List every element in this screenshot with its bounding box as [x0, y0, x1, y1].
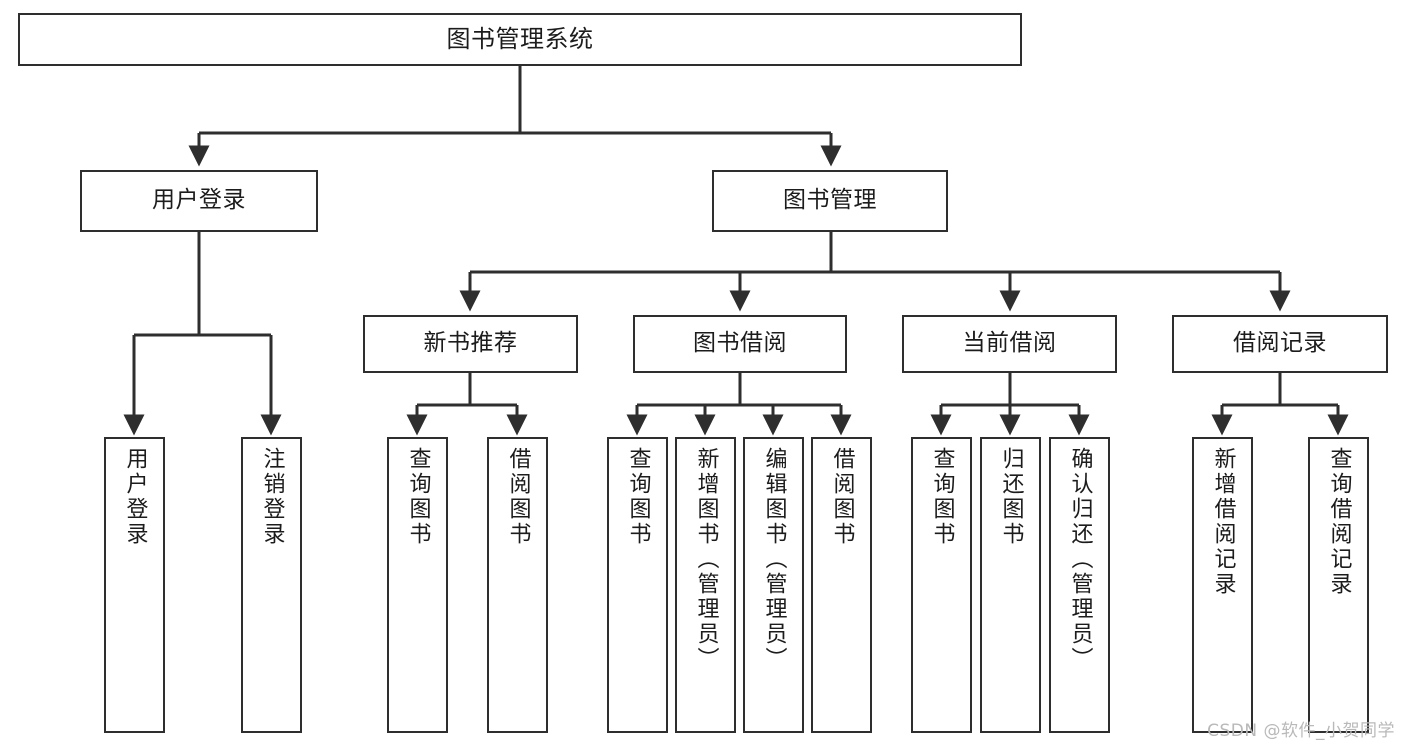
node-label: 当前借阅 — [962, 330, 1057, 357]
node-label: 查询图书 — [929, 447, 955, 547]
node-book-management[interactable]: 图书管理 — [712, 170, 948, 232]
node-label: 新书推荐 — [423, 330, 518, 357]
node-current-borrow[interactable]: 当前借阅 — [902, 315, 1117, 373]
leaf-borrow-book-recommend[interactable]: 借阅图书 — [487, 437, 548, 733]
node-book-borrow[interactable]: 图书借阅 — [633, 315, 847, 373]
node-label: 用户登录 — [152, 187, 246, 214]
node-label: 图书借阅 — [693, 330, 787, 357]
node-label: 新增图书（管理员） — [693, 447, 719, 672]
node-label: 注销登录 — [259, 447, 285, 547]
leaf-add-book-admin[interactable]: 新增图书（管理员） — [675, 437, 736, 733]
node-root-system[interactable]: 图书管理系统 — [18, 13, 1022, 66]
node-label: 归还图书 — [998, 447, 1024, 547]
leaf-query-book-current[interactable]: 查询图书 — [911, 437, 972, 733]
node-label: 用户登录 — [122, 447, 148, 547]
leaf-query-book-recommend[interactable]: 查询图书 — [387, 437, 448, 733]
node-label: 编辑图书（管理员） — [761, 447, 787, 672]
leaf-logout[interactable]: 注销登录 — [241, 437, 302, 733]
leaf-confirm-return-admin[interactable]: 确认归还（管理员） — [1049, 437, 1110, 733]
csdn-watermark: CSDN @软件_小贺同学 — [1207, 721, 1395, 741]
node-label: 查询借阅记录 — [1326, 447, 1352, 597]
leaf-edit-book-admin[interactable]: 编辑图书（管理员） — [743, 437, 804, 733]
node-label: 借阅图书 — [829, 447, 855, 547]
leaf-return-book[interactable]: 归还图书 — [980, 437, 1041, 733]
leaf-query-book-borrow[interactable]: 查询图书 — [607, 437, 668, 733]
node-user-login[interactable]: 用户登录 — [80, 170, 318, 232]
leaf-borrow-book[interactable]: 借阅图书 — [811, 437, 872, 733]
node-label: 借阅图书 — [505, 447, 531, 547]
leaf-add-borrow-record[interactable]: 新增借阅记录 — [1192, 437, 1253, 733]
node-label: 查询图书 — [405, 447, 431, 547]
node-label: 图书管理系统 — [446, 25, 594, 54]
node-label: 借阅记录 — [1233, 330, 1327, 357]
leaf-user-login[interactable]: 用户登录 — [104, 437, 165, 733]
node-borrow-record[interactable]: 借阅记录 — [1172, 315, 1388, 373]
node-label: 确认归还（管理员） — [1067, 447, 1093, 672]
node-new-book-recommend[interactable]: 新书推荐 — [363, 315, 578, 373]
leaf-query-borrow-record[interactable]: 查询借阅记录 — [1308, 437, 1369, 733]
node-label: 新增借阅记录 — [1210, 447, 1236, 597]
node-label: 图书管理 — [783, 187, 877, 214]
node-label: 查询图书 — [625, 447, 651, 547]
